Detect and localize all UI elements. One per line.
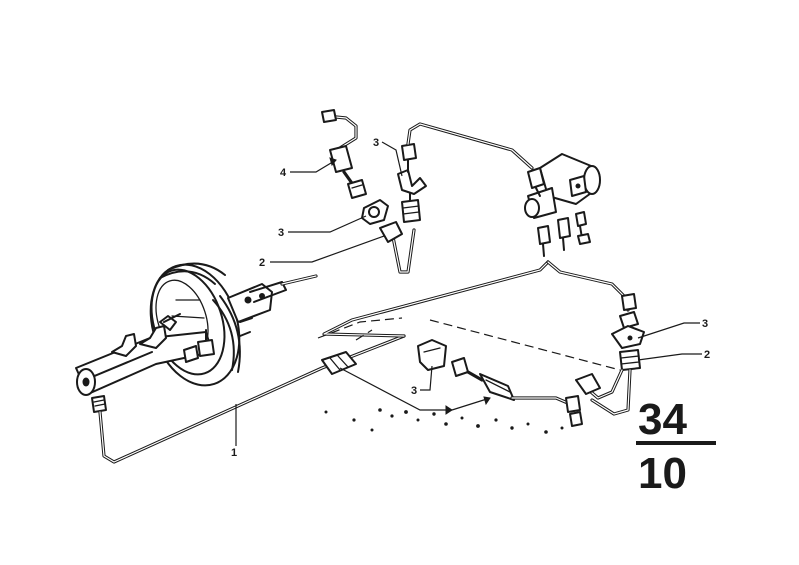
callout-3-right: 3 (702, 318, 708, 330)
rear-hose-assembly (417, 339, 583, 427)
debris-speckle (324, 408, 564, 434)
callout-3-bottom: 3 (411, 385, 417, 397)
callout-2-left: 2 (259, 257, 265, 269)
group-number-bottom: 10 (638, 449, 687, 498)
right-front-line (546, 260, 645, 416)
callout-1: 1 (231, 447, 237, 459)
callout-3-left: 3 (278, 227, 284, 239)
group-number-divider (636, 441, 716, 445)
brake-pipe-1 (98, 260, 550, 464)
callout-2-right: 2 (704, 349, 710, 361)
master-cylinder (75, 313, 215, 413)
callout-labels: 1 2 2 3 3 3 3 4 (231, 137, 710, 459)
group-number-top: 34 (638, 395, 687, 444)
upper-distribution-line (397, 122, 534, 195)
group-number-badge: 34 10 (636, 395, 716, 498)
callout-4: 4 (280, 167, 287, 179)
brake-pressure-distributor (524, 153, 601, 257)
front-hose-assembly (321, 109, 421, 274)
leader-lines (270, 141, 702, 415)
routing-dashed-lines (317, 317, 621, 371)
callout-3-top: 3 (373, 137, 379, 149)
